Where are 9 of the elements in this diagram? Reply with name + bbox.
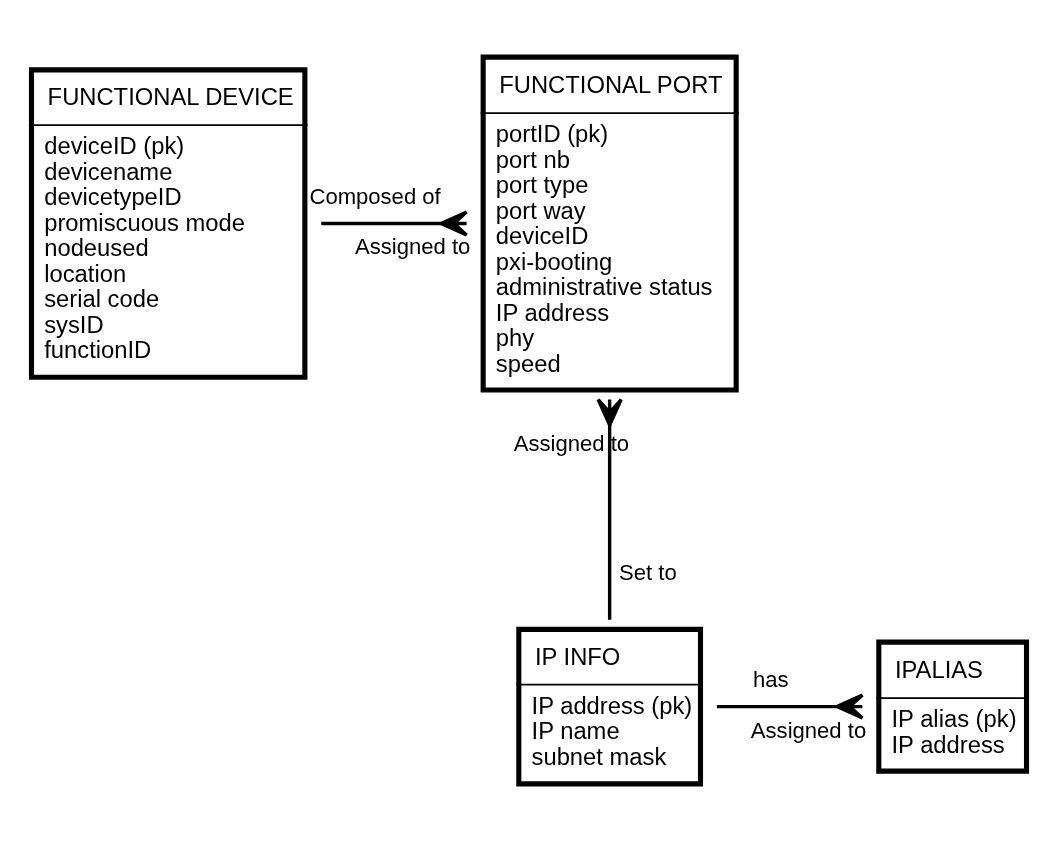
connector xyxy=(716,693,865,720)
connector xyxy=(321,210,469,237)
label: Set to xyxy=(619,559,677,585)
label: Assigned to xyxy=(750,717,867,743)
label: Assigned to xyxy=(513,430,630,456)
label: has xyxy=(752,667,789,693)
connector xyxy=(596,397,623,620)
label: Composed of xyxy=(309,184,441,210)
label: Assigned to xyxy=(355,234,471,260)
